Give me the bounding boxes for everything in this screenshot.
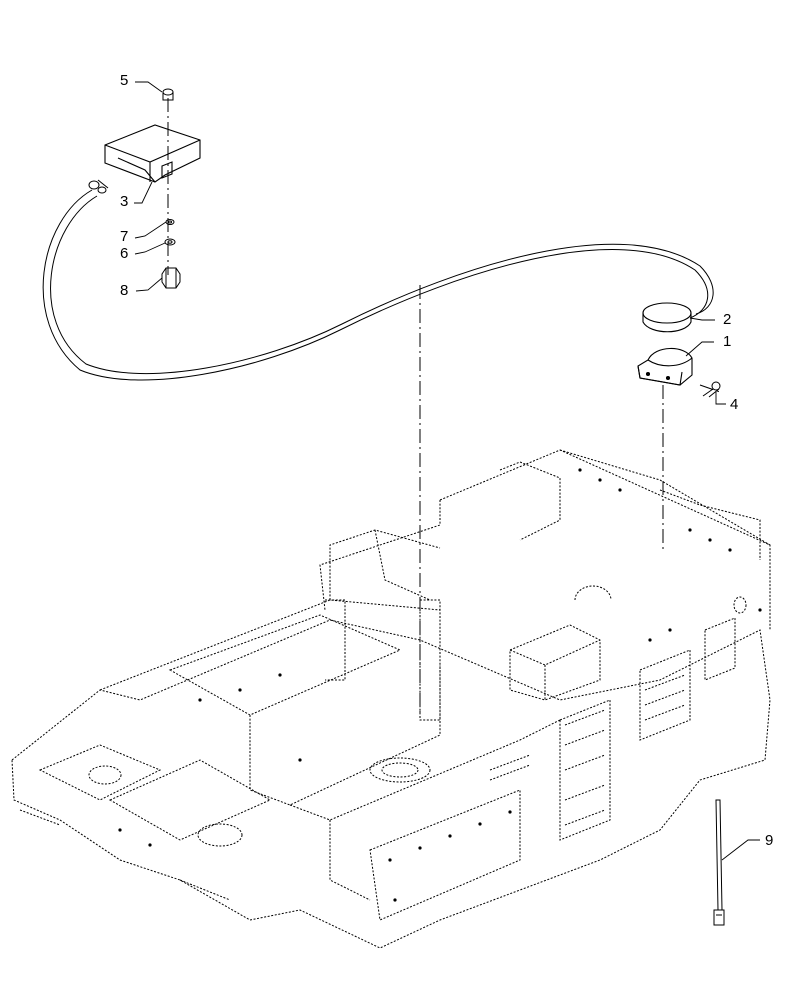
callout-label-6: 6 bbox=[120, 245, 129, 262]
callout-label-2: 2 bbox=[723, 311, 732, 328]
cable-tie bbox=[713, 799, 725, 926]
antenna-cable bbox=[42, 189, 714, 381]
module-screw bbox=[162, 88, 174, 101]
frame-fastener-dots bbox=[118, 468, 762, 902]
lock-washer bbox=[165, 219, 175, 225]
callout-label-7: 7 bbox=[120, 228, 129, 245]
receiver-module bbox=[104, 124, 201, 183]
callout-label-4: 4 bbox=[730, 396, 739, 413]
callout-label-8: 8 bbox=[120, 282, 129, 299]
callout-leader-lines bbox=[134, 81, 760, 861]
bracket-bolt bbox=[702, 381, 721, 398]
antenna-bracket bbox=[637, 347, 693, 386]
machine-chassis-frame bbox=[11, 449, 771, 949]
assembly-center-lines bbox=[167, 98, 721, 715]
antenna bbox=[642, 302, 692, 333]
washer bbox=[164, 238, 176, 246]
callout-label-5: 5 bbox=[120, 72, 129, 89]
callout-label-9: 9 bbox=[765, 832, 774, 849]
callout-label-1: 1 bbox=[723, 333, 732, 350]
nut bbox=[161, 267, 181, 289]
module-cable-connector bbox=[88, 179, 109, 194]
callout-label-3: 3 bbox=[120, 193, 129, 210]
